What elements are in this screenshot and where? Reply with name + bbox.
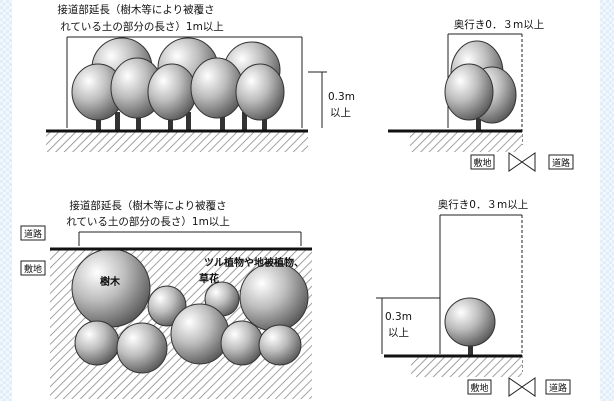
top-right-tree-crowns bbox=[444, 40, 517, 124]
bottom-right-height-value: 0.3m bbox=[385, 311, 412, 323]
top-left-figure: 接道部延長（樹木等により被覆さ れている土の部分の長さ）1m以上 bbox=[46, 3, 355, 152]
bottom-right-figure: 奥行き0．３m以上 0.3m 以上 敷地 道路 bbox=[376, 198, 571, 397]
bottom-left-tree-label: 樹木 bbox=[100, 275, 121, 288]
top-left-height-value: 0.3m bbox=[328, 91, 355, 103]
top-left-height-suffix: 以上 bbox=[330, 107, 351, 119]
top-left-soil bbox=[46, 131, 308, 152]
planting-diagram: 接道部延長（樹木等により被覆さ れている土の部分の長さ）1m以上 bbox=[20, 3, 574, 399]
svg-text:敷地: 敷地 bbox=[473, 157, 491, 169]
diagram-panel: 接道部延長（樹木等により被覆さ れている土の部分の長さ）1m以上 bbox=[12, 0, 600, 401]
top-right-label-road: 道路 bbox=[548, 154, 574, 170]
svg-text:敷地: 敷地 bbox=[470, 382, 488, 394]
bottom-right-caption: 奥行き0．３m以上 bbox=[438, 198, 528, 211]
bottom-left-caption-line2: れている土の部分の長さ）1m以上 bbox=[66, 215, 230, 228]
bottom-left-plants bbox=[71, 248, 309, 374]
top-right-soil bbox=[410, 131, 522, 152]
bottom-left-plants-label-line2: 草花 bbox=[199, 272, 219, 285]
bottom-right-label-site: 敷地 bbox=[467, 379, 492, 395]
bottom-left-label-road: 道路 bbox=[20, 225, 46, 241]
bottom-right-tree-crown bbox=[444, 297, 496, 347]
bottom-right-label-road: 道路 bbox=[545, 379, 571, 395]
top-right-label-site: 敷地 bbox=[470, 154, 495, 170]
bottom-right-boundary-icon bbox=[508, 377, 536, 397]
bottom-right-soil bbox=[411, 357, 522, 377]
svg-text:道路: 道路 bbox=[24, 228, 42, 240]
bottom-right-trunk bbox=[468, 340, 473, 356]
svg-text:道路: 道路 bbox=[549, 382, 567, 394]
svg-text:敷地: 敷地 bbox=[24, 263, 42, 275]
top-right-figure: 奥行き0．３m以上 敷地 道路 bbox=[388, 18, 574, 172]
top-left-caption-line2: れている土の部分の長さ）1m以上 bbox=[60, 20, 224, 33]
bottom-left-label-site: 敷地 bbox=[20, 260, 46, 276]
bottom-right-height-suffix: 以上 bbox=[388, 327, 409, 339]
tree-crown bbox=[71, 248, 151, 328]
bottom-left-figure: 接道部延長（樹木等により被覆さ れている土の部分の長さ）1m以上 樹木 ツル植物… bbox=[20, 199, 312, 399]
top-right-trunk bbox=[476, 112, 481, 130]
top-left-trunks bbox=[96, 112, 267, 130]
bottom-left-plants-label-line1: ツル植物や地被植物、 bbox=[204, 256, 304, 269]
top-right-caption: 奥行き0．３m以上 bbox=[454, 18, 544, 31]
top-left-tree-crowns bbox=[71, 37, 285, 121]
top-right-boundary-icon bbox=[508, 152, 536, 172]
bottom-left-caption-line1: 接道部延長（樹木等により被覆さ bbox=[69, 199, 226, 212]
svg-text:道路: 道路 bbox=[552, 157, 570, 169]
top-left-caption-line1: 接道部延長（樹木等により被覆さ bbox=[57, 3, 214, 16]
